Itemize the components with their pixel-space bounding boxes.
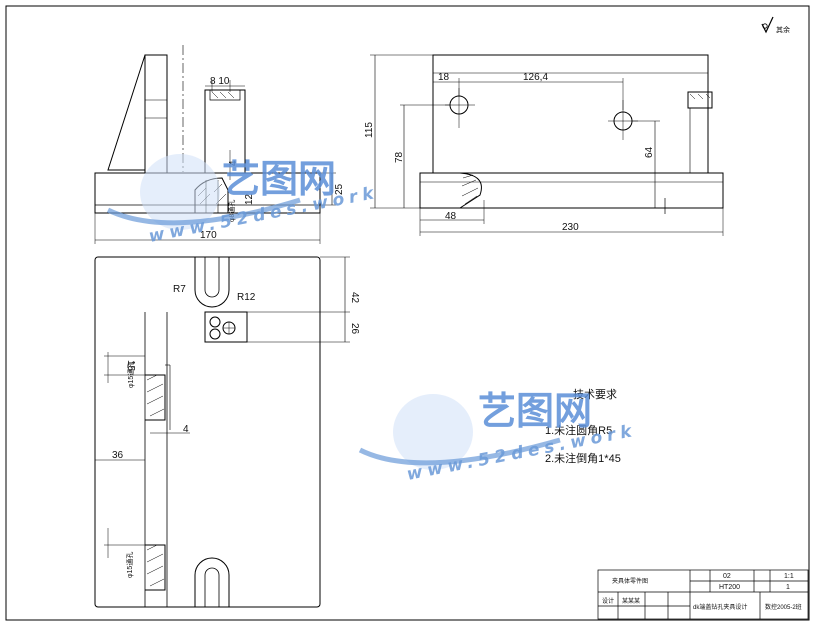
dim-hole-15-bottom: φ15通孔: [125, 552, 134, 578]
plan-view: [94, 256, 350, 608]
dim-26: 26: [349, 323, 360, 335]
dim-r12: R12: [237, 292, 256, 303]
tb-scale: 1:1: [784, 573, 794, 580]
dim-8-10: 8 10: [210, 76, 230, 87]
dim-115: 115: [364, 122, 375, 138]
tb-sheet: 1: [786, 584, 790, 591]
side-view: [370, 54, 724, 236]
tech-item-1: 1.未注圆角R5: [545, 423, 612, 437]
dim-hole-8: φ8通孔: [227, 200, 236, 222]
tb-designer-name: 某某某: [622, 598, 640, 605]
dim-r7: R7: [173, 284, 186, 295]
roughness-note: 其余: [776, 25, 790, 34]
tb-designer-label: 设计: [602, 597, 614, 605]
dim-78: 78: [394, 151, 405, 163]
dim-18: 18: [438, 72, 450, 83]
dim-36: 36: [112, 450, 124, 461]
dim-12: 12: [244, 193, 255, 205]
tb-design-title: dk端盖钻孔夹具设计: [693, 603, 747, 611]
drawing-border: [5, 5, 810, 621]
dim-64: 64: [644, 146, 655, 158]
tech-item-2: 2.未注倒角1*45: [545, 451, 621, 465]
tb-school: 数控2005-2班: [765, 603, 802, 611]
title-block: [597, 569, 809, 620]
watermark-middle-cn: 艺图网: [478, 389, 592, 433]
dim-126-4: 126,4: [523, 72, 548, 83]
tb-material: HT200: [719, 584, 740, 591]
dim-42: 42: [349, 292, 360, 304]
watermark-middle: 艺图网 www.52des.work: [358, 389, 638, 485]
roughness-symbol: 其余: [761, 16, 790, 34]
tech-title: 技术要求: [573, 388, 617, 401]
dim-4-plan: 4: [183, 424, 189, 435]
dim-15: 15: [125, 360, 136, 372]
tech-requirements: 技术要求 1.未注圆角R5 2.未注倒角1*45: [545, 388, 621, 465]
dim-hole-15-top: φ15通孔: [126, 362, 135, 388]
watermark-top-cn: 艺图网: [222, 157, 336, 201]
watermark-top: 艺图网 www.52des.work: [106, 154, 380, 247]
dim-170: 170: [200, 230, 217, 241]
tb-drawing-no: 02: [723, 573, 731, 580]
dim-25: 25: [334, 183, 345, 195]
tb-part-name: 夹具体零件图: [612, 577, 648, 585]
dim-48: 48: [445, 211, 457, 222]
dim-230: 230: [562, 222, 579, 233]
dim-4-front: 4: [228, 160, 239, 166]
